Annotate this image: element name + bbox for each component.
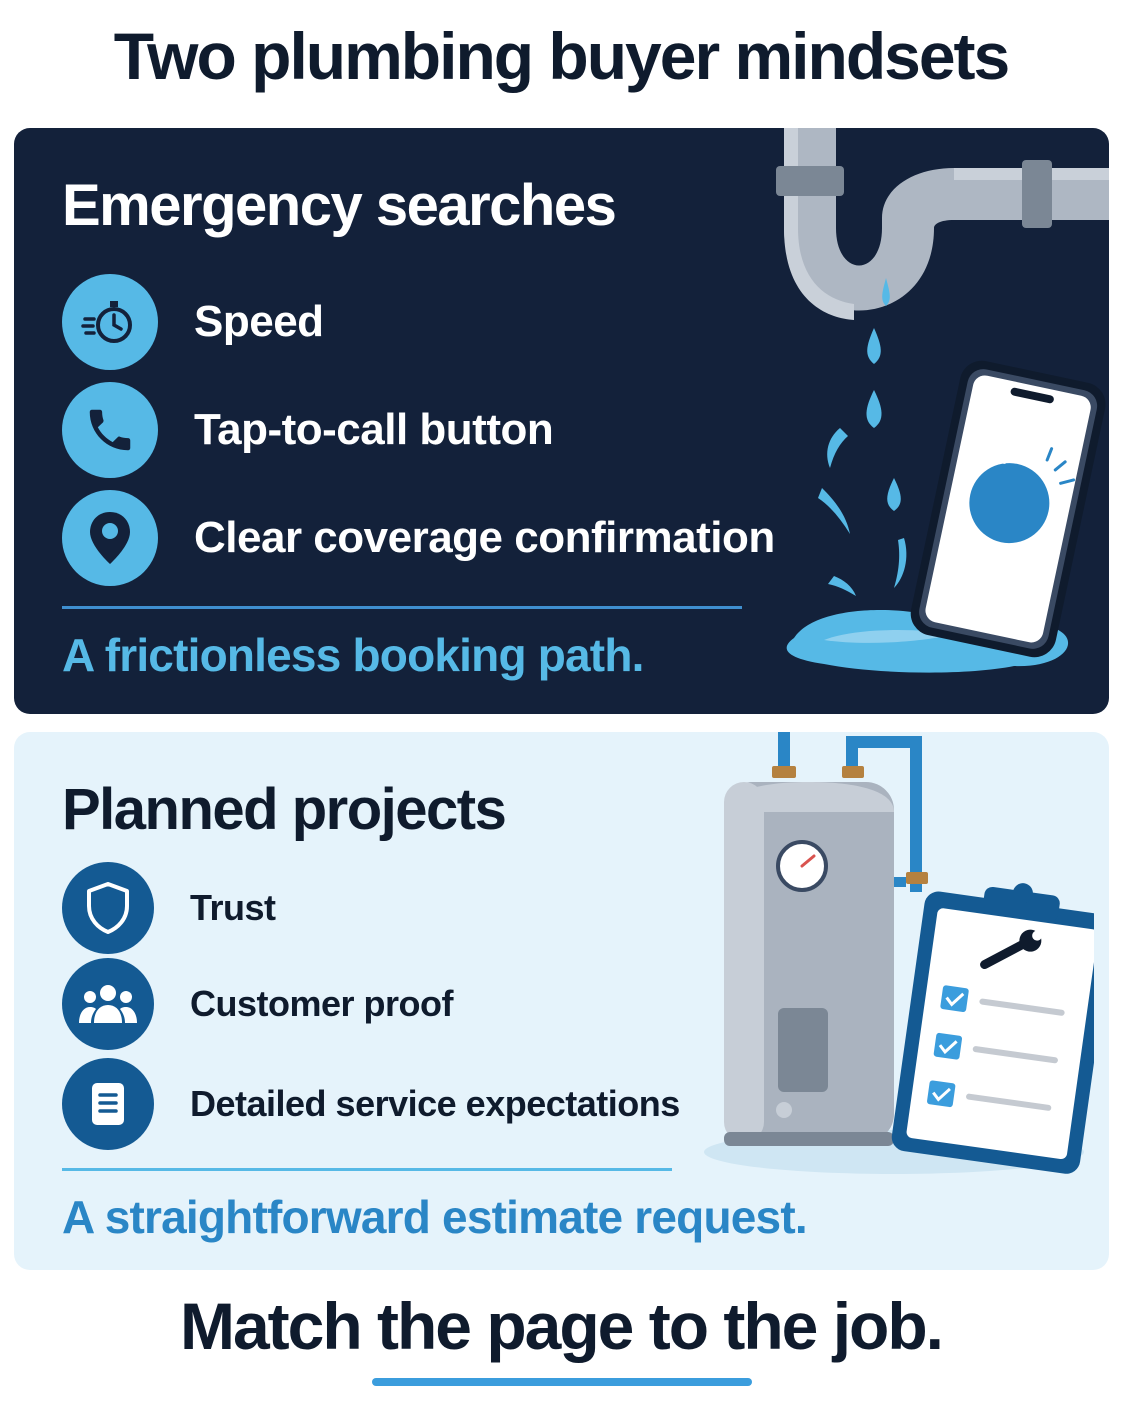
emergency-tagline: A frictionless booking path. — [62, 629, 644, 681]
planned-divider — [62, 1168, 672, 1171]
emergency-divider — [62, 606, 742, 609]
emergency-item-speed: Speed — [62, 274, 324, 370]
emergency-item-label: Tap-to-call button — [194, 405, 554, 454]
emergency-item-label: Speed — [194, 297, 324, 346]
planned-item-service-expectations: Detailed service expectations — [62, 1058, 680, 1150]
emergency-heading: Emergency searches — [62, 173, 617, 238]
planned-item-label: Trust — [190, 887, 276, 928]
people-icon — [62, 958, 154, 1050]
stopwatch-icon — [62, 274, 158, 370]
water-heater-clipboard-icon — [704, 732, 1094, 1174]
planned-item-label: Customer proof — [190, 983, 454, 1024]
planned-panel: Planned projects Trust Customer proof — [14, 732, 1109, 1270]
planned-tagline: A straightforward estimate request. — [62, 1191, 808, 1243]
emergency-panel: Emergency searches Speed Tap-to-call but… — [14, 128, 1109, 714]
planned-item-label: Detailed service expectations — [190, 1083, 680, 1124]
planned-heading: Planned projects — [62, 777, 507, 842]
footer-underline — [372, 1378, 752, 1386]
document-icon — [62, 1058, 154, 1150]
page-title: Two plumbing buyer mindsets — [113, 19, 1011, 93]
planned-item-customer-proof: Customer proof — [62, 958, 454, 1050]
emergency-item-label: Clear coverage confirmation — [194, 513, 775, 562]
footer-message: Match the page to the job. — [179, 1289, 944, 1363]
map-pin-icon — [62, 490, 158, 586]
shield-icon — [62, 862, 154, 954]
emergency-item-coverage: Clear coverage confirmation — [62, 490, 775, 586]
phone-icon — [62, 382, 158, 478]
emergency-item-tap-to-call: Tap-to-call button — [62, 382, 554, 478]
leaking-pipe-phone-icon — [776, 128, 1109, 673]
planned-item-trust: Trust — [62, 862, 276, 954]
